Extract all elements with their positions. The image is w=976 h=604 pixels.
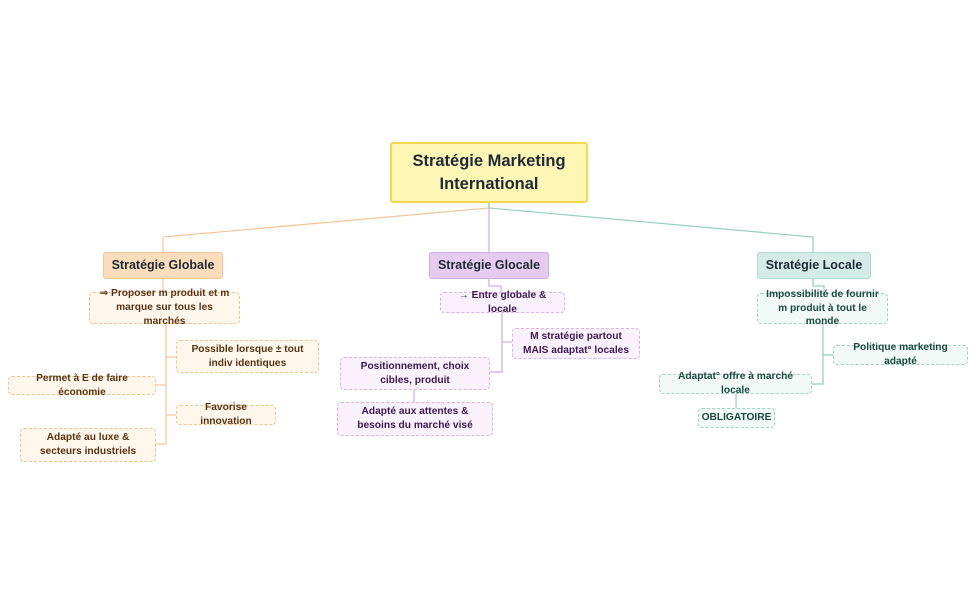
topic-obligatoire[interactable]: OBLIGATOIRE: [698, 408, 775, 428]
branch-strategie-globale[interactable]: Stratégie Globale: [103, 252, 223, 279]
topic-possible-lorsque[interactable]: Possible lorsque ± tout indiv identiques: [176, 340, 319, 373]
topic-proposer-produit[interactable]: ⇒ Proposer m produit et m marque sur tou…: [89, 288, 240, 327]
link-root-locale: [488, 203, 814, 252]
topic-favorise-innovation[interactable]: Favorise innovation: [176, 402, 276, 427]
topic-positionnement[interactable]: Positionnement, choix cibles, produit: [340, 357, 490, 390]
branch-strategie-glocale[interactable]: Stratégie Glocale: [429, 252, 549, 279]
topic-permet-economie[interactable]: Permet à E de faire économie: [8, 373, 156, 398]
branch-strategie-locale[interactable]: Stratégie Locale: [757, 252, 871, 279]
topic-impossibilite-fournir[interactable]: Impossibilité de fournir m produit à tou…: [757, 289, 888, 327]
topic-adapte-luxe[interactable]: Adapté au luxe & secteurs industriels: [20, 428, 156, 462]
link-item0-trunk: [156, 324, 167, 445]
link-root-globale: [162, 203, 490, 252]
link-item0-trunk-t: [812, 324, 824, 385]
link-item0-trunk-p: [490, 313, 503, 373]
topic-politique-marketing[interactable]: Politique marketing adapté: [833, 342, 968, 367]
central-topic[interactable]: Stratégie Marketing International: [390, 142, 588, 203]
topic-m-strategie-partout[interactable]: M stratégie partout MAIS adaptat° locale…: [512, 328, 640, 359]
link-locale-item0: [812, 279, 825, 293]
link-glocale-item0: [488, 279, 502, 292]
topic-adapte-attentes[interactable]: Adapté aux attentes & besoins du marché …: [337, 402, 493, 436]
topic-adaptat-offre[interactable]: Adaptat° offre à marché locale: [659, 371, 812, 396]
topic-entre-globale-locale[interactable]: → Entre globale & locale: [440, 290, 565, 315]
